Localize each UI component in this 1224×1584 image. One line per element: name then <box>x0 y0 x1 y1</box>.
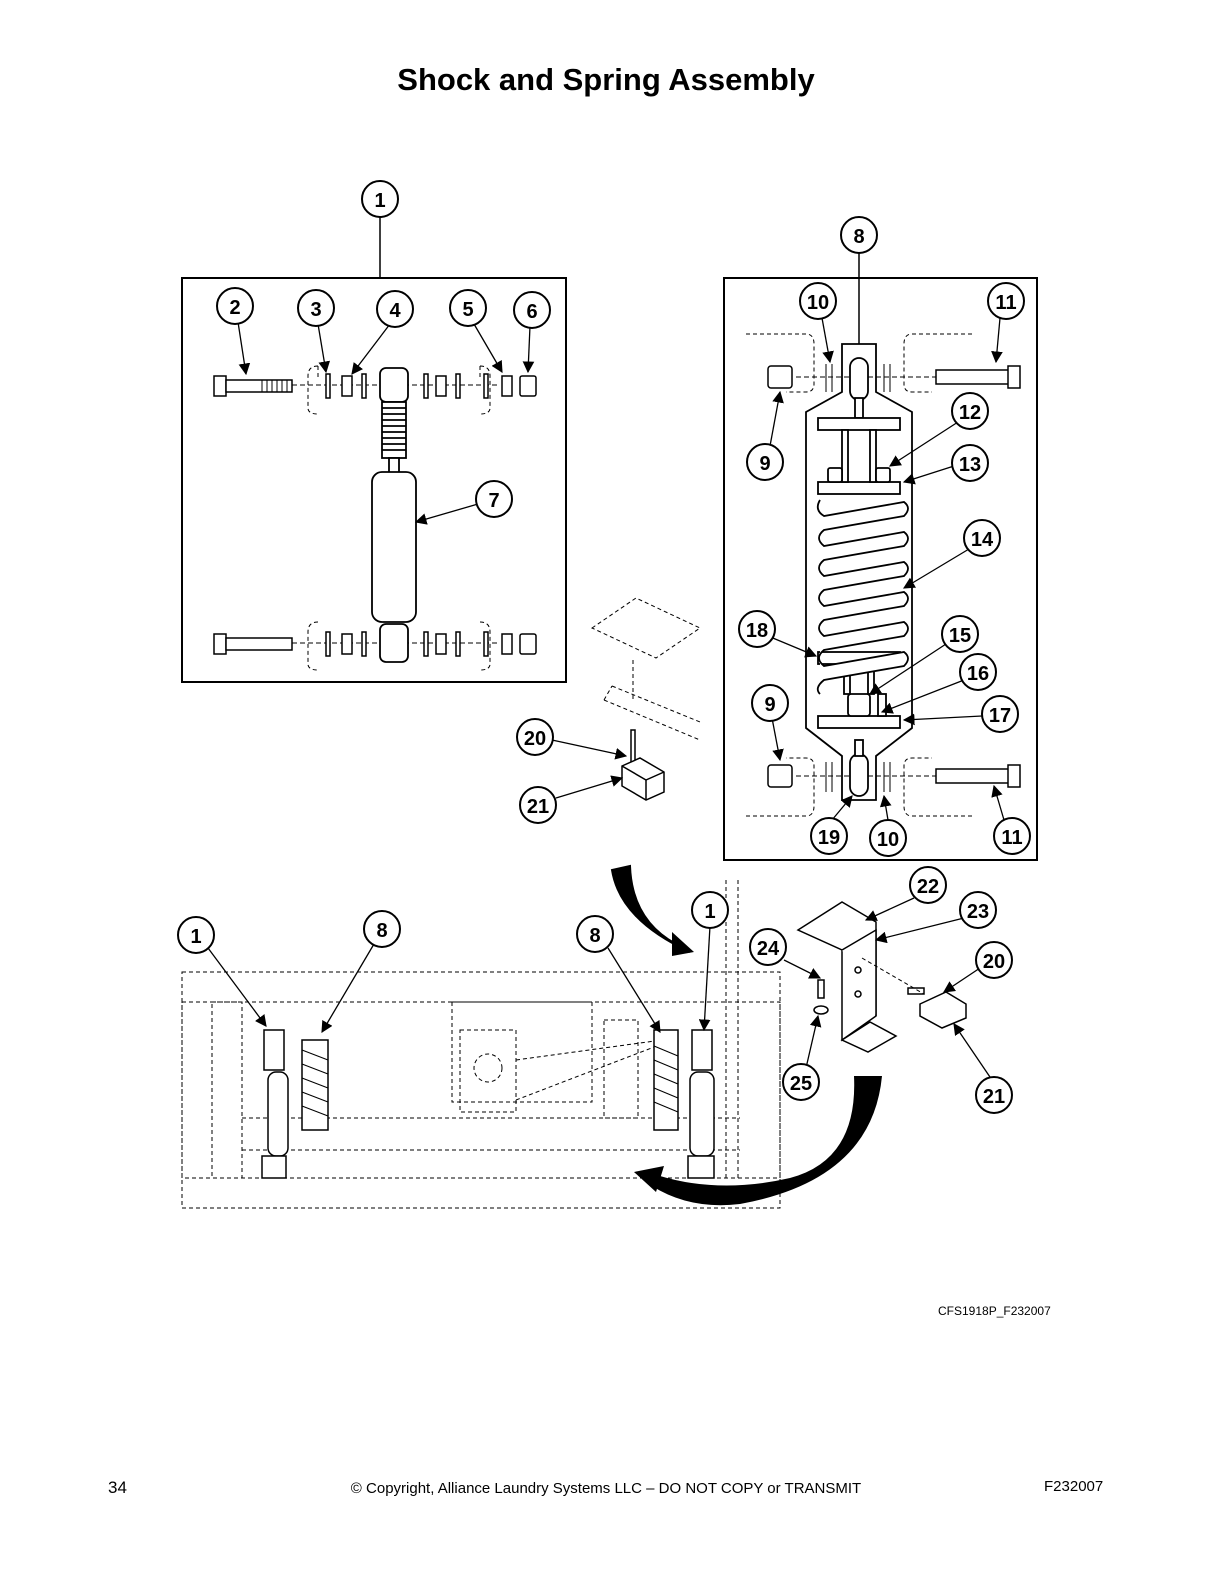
callout-circle: 1 <box>691 891 729 929</box>
svg-text:9: 9 <box>759 453 770 475</box>
callout-circle: 10 <box>869 819 907 857</box>
machine-frame <box>181 864 967 1209</box>
svg-text:11: 11 <box>995 292 1016 314</box>
svg-text:9: 9 <box>764 694 775 716</box>
callouts-top-left: 1 2 3 4 5 6 7 <box>216 180 551 518</box>
svg-text:1: 1 <box>704 901 715 923</box>
svg-text:13: 13 <box>959 454 981 476</box>
callout-circle: 1 <box>361 180 399 218</box>
svg-text:12: 12 <box>959 402 981 424</box>
svg-text:22: 22 <box>917 876 939 898</box>
callout-circle: 23 <box>959 891 997 929</box>
callout-circle: 20 <box>975 941 1013 979</box>
svg-text:3: 3 <box>310 299 321 321</box>
callout-circle: 12 <box>951 392 989 430</box>
spring-plates <box>817 417 901 729</box>
eye-bolts <box>849 357 869 797</box>
callout-circle: 18 <box>738 610 776 648</box>
svg-text:20: 20 <box>983 951 1005 973</box>
callout-circle: 15 <box>941 615 979 653</box>
svg-text:16: 16 <box>967 663 989 685</box>
callout-circle: 3 <box>297 289 335 327</box>
svg-text:6: 6 <box>526 301 537 323</box>
svg-text:20: 20 <box>524 728 546 750</box>
callout-circle: 19 <box>810 817 848 855</box>
callout-circle: 14 <box>963 519 1001 557</box>
callout-circle: 13 <box>951 444 989 482</box>
callout-circle: 16 <box>959 653 997 691</box>
callout-circle: 25 <box>782 1063 820 1101</box>
shock-washers-bottom <box>325 631 537 657</box>
sensor-bracket <box>796 901 967 1053</box>
svg-text:5: 5 <box>462 299 473 321</box>
shock-bolt-top <box>213 375 293 397</box>
svg-text:15: 15 <box>949 625 971 647</box>
callout-circle: 9 <box>751 684 789 722</box>
copyright-notice: © Copyright, Alliance Laundry Systems LL… <box>350 1480 862 1497</box>
callout-circle: 8 <box>576 915 614 953</box>
callout-circle: 7 <box>475 480 513 518</box>
figure-code: CFS1918P_F232007 <box>938 1304 1051 1318</box>
callout-circle: 2 <box>216 287 254 325</box>
svg-text:14: 14 <box>971 529 994 551</box>
callout-circle: 9 <box>746 443 784 481</box>
callouts-bottom: 1 8 8 1 22 23 24 20 25 21 <box>177 866 1013 1114</box>
document-id: F232007 <box>1044 1478 1104 1495</box>
coil-spring <box>816 499 909 695</box>
page-number: 34 <box>108 1478 127 1497</box>
svg-text:10: 10 <box>807 292 829 314</box>
shock-bolt-bottom <box>213 633 293 655</box>
callout-circle: 1 <box>177 916 215 954</box>
callout-circle: 4 <box>376 290 414 328</box>
spring-bolts <box>767 365 1021 788</box>
svg-text:1: 1 <box>374 190 385 212</box>
svg-text:4: 4 <box>389 300 401 322</box>
svg-text:8: 8 <box>589 925 600 947</box>
svg-text:23: 23 <box>967 901 989 923</box>
callout-circle: 21 <box>519 786 557 824</box>
callouts-middle: 20 21 <box>516 718 557 824</box>
svg-text:21: 21 <box>983 1086 1005 1108</box>
shock-absorber-panel <box>181 216 567 683</box>
svg-text:2: 2 <box>229 297 240 319</box>
svg-text:25: 25 <box>790 1073 812 1095</box>
callout-circle: 20 <box>516 718 554 756</box>
svg-text:19: 19 <box>818 827 840 849</box>
callout-circle: 17 <box>981 695 1019 733</box>
callout-circle: 5 <box>449 289 487 327</box>
callout-circle: 8 <box>363 910 401 948</box>
svg-text:17: 17 <box>989 705 1011 727</box>
svg-text:8: 8 <box>853 226 864 248</box>
svg-text:8: 8 <box>376 920 387 942</box>
svg-text:1: 1 <box>190 926 201 948</box>
svg-text:7: 7 <box>488 490 499 512</box>
sensor-detail <box>590 597 702 801</box>
callout-leaders <box>207 317 1005 1081</box>
callout-circle: 8 <box>840 216 878 254</box>
shock-absorber <box>371 367 417 663</box>
callout-circle: 22 <box>909 866 947 904</box>
callout-circle: 11 <box>993 817 1031 855</box>
spring-assembly-panel <box>723 252 1038 861</box>
svg-text:21: 21 <box>527 796 549 818</box>
callouts-top-right: 8 10 11 12 9 13 14 18 15 16 9 17 19 10 1… <box>738 216 1031 857</box>
callout-circle: 6 <box>513 291 551 329</box>
svg-text:11: 11 <box>1001 827 1022 849</box>
callout-circle: 10 <box>799 282 837 320</box>
page-title: Shock and Spring Assembly <box>397 62 815 97</box>
curved-arrow-bottom <box>652 1076 882 1206</box>
callout-circle: 21 <box>975 1076 1013 1114</box>
svg-text:24: 24 <box>757 938 780 960</box>
callout-circle: 24 <box>749 928 787 966</box>
shock-washers-top <box>325 373 537 399</box>
callout-circle: 11 <box>987 282 1025 320</box>
svg-text:10: 10 <box>877 829 899 851</box>
svg-text:18: 18 <box>746 620 768 642</box>
